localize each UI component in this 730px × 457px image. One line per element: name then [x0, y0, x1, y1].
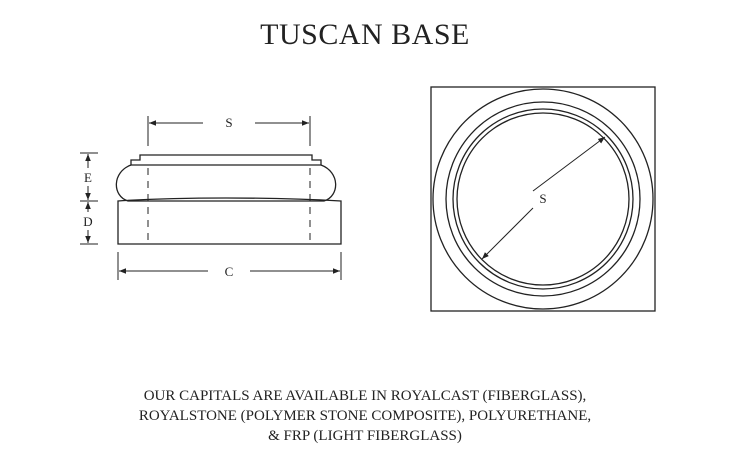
e-label: E	[84, 170, 92, 185]
plinth	[117, 197, 342, 245]
material-note: OUR CAPITALS ARE AVAILABLE IN ROYALCAST …	[0, 386, 730, 446]
c-label: C	[225, 264, 234, 279]
diameter-line-upper	[532, 136, 606, 192]
top-fillet	[130, 154, 322, 166]
inner-ring-outer	[452, 108, 634, 290]
note-line: & FRP (LIGHT FIBERGLASS)	[268, 428, 462, 444]
note-line: ROYALSTONE (POLYMER STONE COMPOSITE), PO…	[138, 408, 592, 424]
torus-molding	[115, 164, 337, 202]
middle-ring	[445, 101, 641, 297]
plan-view	[430, 86, 656, 312]
outer-ring	[432, 88, 654, 310]
plan-s-label: S	[539, 191, 546, 206]
plinth-square	[430, 86, 656, 312]
side-elevation	[80, 116, 342, 280]
d-label: D	[83, 214, 92, 229]
page-title: TUSCAN BASE	[260, 18, 470, 51]
side-s-label: S	[225, 115, 232, 130]
diameter-line-lower	[481, 207, 534, 260]
note-line: OUR CAPITALS ARE AVAILABLE IN ROYALCAST …	[143, 388, 587, 404]
inner-ring	[456, 112, 630, 286]
